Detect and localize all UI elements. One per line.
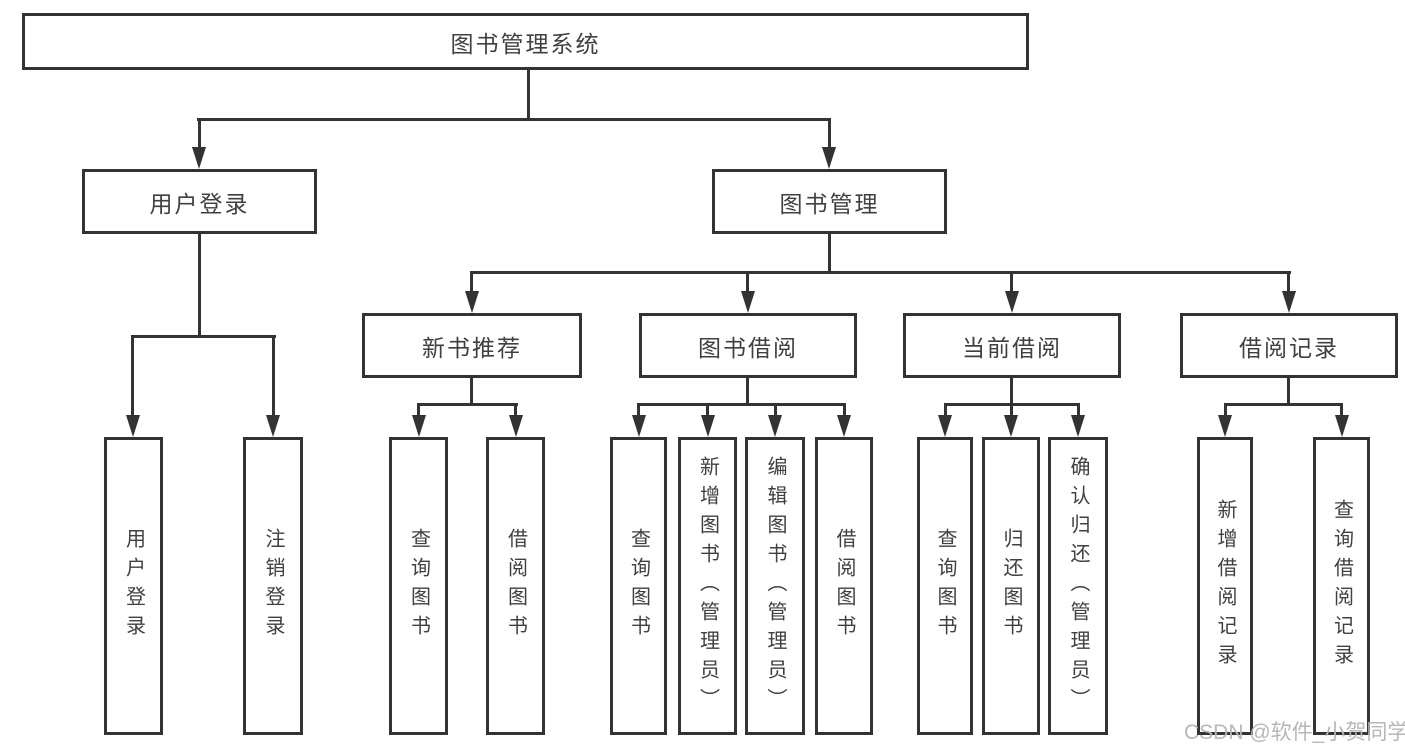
leaf-query-borrow-record: 查询借阅记录 — [1313, 437, 1370, 735]
node-root-label: 图书管理系统 — [450, 30, 601, 57]
node-book-management: 图书管理 — [712, 169, 947, 234]
arrow-down-icon — [465, 291, 479, 313]
node-root: 图书管理系统 — [22, 13, 1029, 70]
connector-line — [197, 118, 831, 121]
arrow-down-icon — [938, 415, 952, 437]
connector-line — [746, 377, 749, 406]
connector-line — [1010, 377, 1013, 406]
connector-line — [1340, 403, 1343, 417]
arrow-down-icon — [1004, 415, 1018, 437]
arrow-down-icon — [509, 415, 523, 437]
connector-line — [1010, 403, 1013, 417]
leaf-borrow-books-borrowing: 借阅图书 — [815, 437, 873, 735]
connector-line — [417, 403, 420, 417]
connector-line — [637, 403, 640, 417]
leaf-logout-label: 注销登录 — [262, 528, 284, 644]
leaf-confirm-return-admin-label: 确认归还（管理员） — [1067, 455, 1089, 717]
arrow-down-icon — [1005, 291, 1019, 313]
leaf-return-books: 归还图书 — [982, 437, 1040, 735]
leaf-query-books-recommend: 查询图书 — [389, 437, 448, 735]
arrow-down-icon — [837, 415, 851, 437]
node-user-login-label: 用户登录 — [149, 190, 250, 217]
node-new-book-recommend-label: 新书推荐 — [422, 334, 522, 361]
connector-line — [131, 335, 134, 417]
arrow-down-icon — [768, 415, 782, 437]
leaf-query-books-borrowing: 查询图书 — [610, 437, 667, 735]
node-book-management-label: 图书管理 — [779, 190, 880, 217]
connector-line — [470, 377, 473, 406]
arrow-down-icon — [741, 291, 755, 313]
connector-line — [746, 271, 749, 293]
connector-line — [470, 271, 473, 293]
node-borrowing-records: 借阅记录 — [1180, 313, 1398, 378]
arrow-down-icon — [1335, 415, 1349, 437]
leaf-query-books-current: 查询图书 — [917, 437, 973, 735]
connector-line — [417, 403, 518, 406]
arrow-down-icon — [1071, 415, 1085, 437]
node-current-borrowing: 当前借阅 — [903, 313, 1121, 378]
connector-line — [527, 69, 530, 119]
node-user-login: 用户登录 — [82, 169, 317, 234]
connector-line — [1224, 403, 1227, 417]
leaf-query-books-current-label: 查询图书 — [934, 528, 956, 644]
connector-line — [828, 234, 831, 274]
node-book-borrowing-label: 图书借阅 — [698, 334, 798, 361]
leaf-query-books-recommend-label: 查询图书 — [407, 528, 430, 644]
connector-line — [131, 335, 276, 338]
leaf-add-borrow-record-label: 新增借阅记录 — [1214, 499, 1236, 673]
csdn-watermark: CSDN @软件_小贺同学 — [1184, 721, 1405, 744]
leaf-confirm-return-admin: 确认归还（管理员） — [1048, 437, 1108, 735]
leaf-add-borrow-record: 新增借阅记录 — [1197, 437, 1253, 735]
leaf-add-books-admin-label: 新增图书（管理员） — [696, 455, 719, 717]
connector-line — [944, 403, 947, 417]
node-current-borrowing-label: 当前借阅 — [962, 334, 1062, 361]
leaf-user-login-label: 用户登录 — [122, 528, 145, 644]
arrow-down-icon — [1282, 291, 1296, 313]
arrow-down-icon — [192, 147, 206, 169]
connector-line — [637, 403, 845, 406]
arrow-down-icon — [1218, 415, 1232, 437]
connector-line — [774, 403, 777, 417]
arrow-down-icon — [701, 415, 715, 437]
arrow-down-icon — [632, 415, 646, 437]
connector-line — [828, 118, 831, 150]
node-borrowing-records-label: 借阅记录 — [1239, 334, 1339, 361]
connector-line — [1224, 403, 1342, 406]
leaf-add-books-admin: 新增图书（管理员） — [678, 437, 737, 735]
leaf-borrow-books-recommend: 借阅图书 — [486, 437, 545, 735]
connector-line — [470, 271, 1291, 274]
connector-line — [514, 403, 517, 417]
arrow-down-icon — [822, 147, 836, 169]
connector-line — [843, 403, 846, 417]
connector-line — [272, 335, 275, 417]
arrow-down-icon — [412, 415, 426, 437]
connector-line — [198, 118, 201, 150]
connector-line — [1287, 271, 1290, 293]
leaf-edit-books-admin: 编辑图书（管理员） — [745, 437, 805, 735]
connector-line — [1287, 377, 1290, 406]
leaf-return-books-label: 归还图书 — [1000, 528, 1022, 644]
leaf-edit-books-admin-label: 编辑图书（管理员） — [764, 455, 786, 717]
connector-line — [198, 234, 201, 338]
connector-line — [1010, 271, 1013, 293]
leaf-borrow-books-borrowing-label: 借阅图书 — [833, 528, 855, 644]
connector-line — [706, 403, 709, 417]
node-new-book-recommend: 新书推荐 — [362, 313, 582, 378]
leaf-logout: 注销登录 — [243, 437, 303, 735]
connector-line — [1077, 403, 1080, 417]
node-book-borrowing: 图书借阅 — [639, 313, 857, 378]
arrow-down-icon — [126, 415, 140, 437]
leaf-query-borrow-record-label: 查询借阅记录 — [1330, 499, 1353, 673]
leaf-borrow-books-recommend-label: 借阅图书 — [504, 528, 527, 644]
arrow-down-icon — [266, 415, 280, 437]
leaf-query-books-borrowing-label: 查询图书 — [627, 528, 650, 644]
leaf-user-login: 用户登录 — [104, 437, 163, 735]
